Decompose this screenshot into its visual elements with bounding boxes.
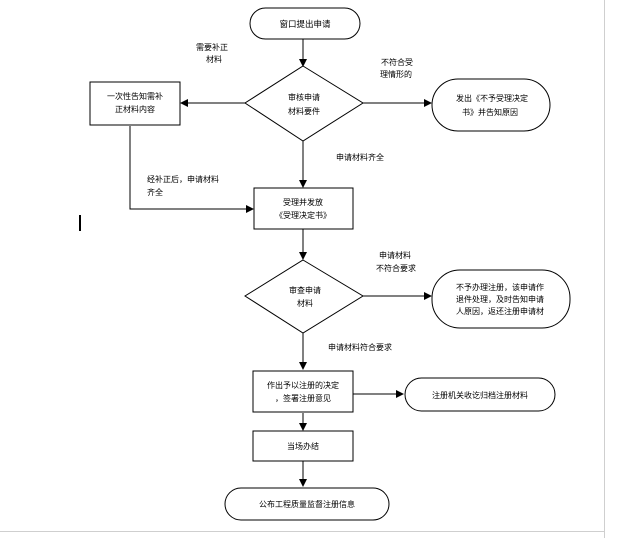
notify-box-text-2: 正材料内容 <box>115 104 155 114</box>
label-not-meet-2: 不符合要求 <box>376 263 416 273</box>
handle-box-text: 当场办结 <box>287 441 319 451</box>
start-node: 窗口提出申请 <box>249 7 361 40</box>
publish-node-text: 公布工程质量监督注册信息 <box>259 499 355 509</box>
accept-box-text-1: 受理并发放 <box>283 197 323 207</box>
label-need-supplement-2: 材料 <box>206 54 222 64</box>
page-border-bottom <box>0 531 605 532</box>
decide-box-text-2: ，签署注册意见 <box>275 393 331 403</box>
review-decision-text-1: 审核申请 <box>288 92 320 102</box>
notify-box: 一次性告知需补 正材料内容 <box>89 81 181 126</box>
archive-node-text: 注册机关收讫归档注册材料 <box>432 390 528 400</box>
decide-box-text-1: 作出予以注册的决定 <box>267 380 339 390</box>
deny-node-text-2: 退件处理，及时告知申请 <box>456 294 544 304</box>
deny-node-text-3: 人原因，返还注册申请材 <box>456 306 544 316</box>
label-meet: 申请材料符合要求 <box>328 342 392 352</box>
reject-node-text-1: 发出《不予受理决定 <box>456 93 528 103</box>
connector-notify-accept <box>129 126 254 213</box>
reject-node: 发出《不予受理决定 书》并告知原因 <box>431 78 551 132</box>
accept-box-text-2: 《受理决定书》 <box>275 210 331 220</box>
examine-decision-text-1: 审查申请 <box>289 285 321 295</box>
decide-box: 作出予以注册的决定 ，签署注册意见 <box>252 370 354 413</box>
deny-node: 不予办理注册，该申请作 退件处理，及时告知申请 人原因，返还注册申请材 <box>431 269 571 329</box>
start-node-text: 窗口提出申请 <box>279 19 331 30</box>
label-not-meet-1: 申请材料 <box>379 250 411 260</box>
handle-box: 当场办结 <box>252 430 354 462</box>
label-not-conform-2: 理情形的 <box>380 69 412 79</box>
label-after-supplement-2: 齐全 <box>147 187 163 197</box>
accept-box: 受理并发放 《受理决定书》 <box>253 187 354 230</box>
examine-decision-text-2: 材料 <box>297 298 313 308</box>
examine-decision: 审查申请 材料 <box>244 259 364 334</box>
label-need-supplement-1: 需要补正 <box>196 42 228 52</box>
page-border-right <box>604 0 605 538</box>
review-decision: 审核申请 材料要件 <box>244 65 364 142</box>
publish-node: 公布工程质量监督注册信息 <box>224 487 390 521</box>
label-after-supplement-1: 经补正后，申请材料 <box>147 174 219 184</box>
review-decision-text-2: 材料要件 <box>288 106 320 116</box>
reject-node-text-2: 书》并告知原因 <box>462 107 518 117</box>
text-cursor <box>79 215 81 231</box>
notify-box-text-1: 一次性告知需补 <box>107 91 163 101</box>
deny-node-text-1: 不予办理注册，该申请作 <box>456 282 544 292</box>
label-complete: 申请材料齐全 <box>336 152 384 162</box>
label-not-conform-1: 不符合受 <box>381 57 413 67</box>
archive-node: 注册机关收讫归档注册材料 <box>404 377 556 412</box>
